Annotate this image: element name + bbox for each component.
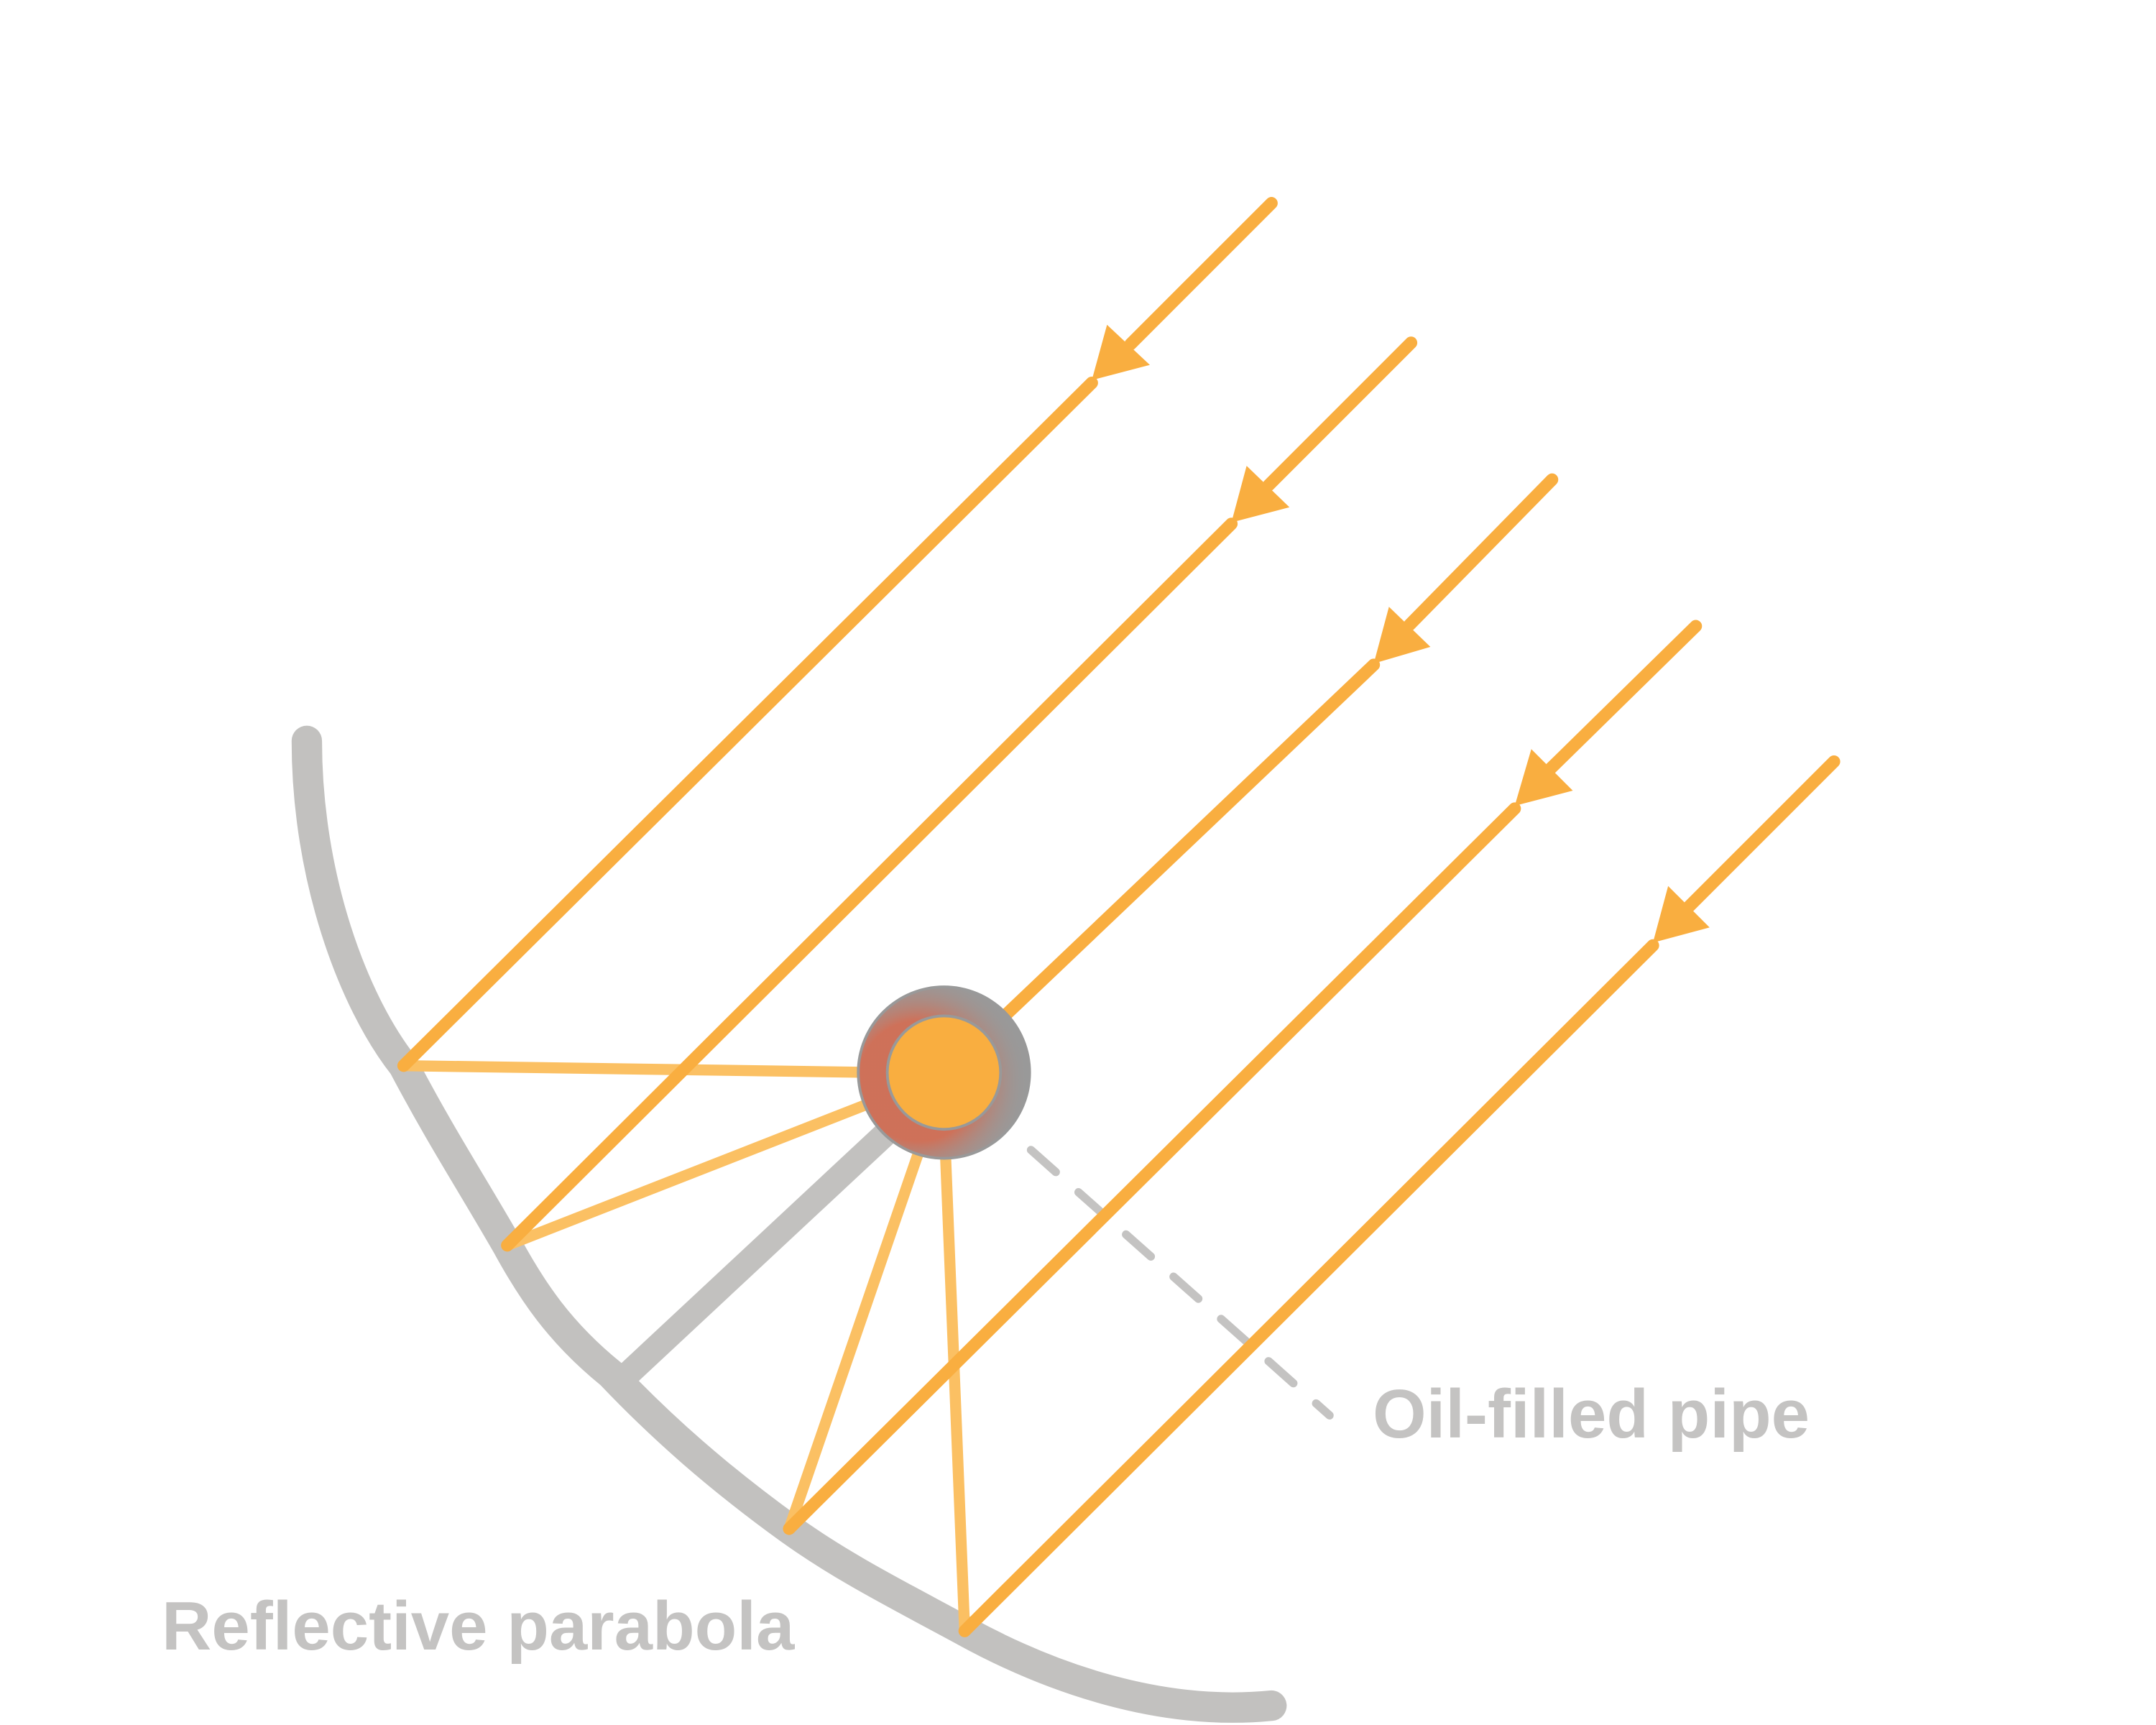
reflected-ray-2 <box>505 1092 887 1251</box>
focal-axis-dashed <box>1026 1146 1334 1420</box>
incoming-ray-1 <box>397 197 1278 1072</box>
incoming-ray-3 <box>1000 473 1559 1021</box>
pipe-support-arm <box>610 1105 916 1392</box>
incoming-ray-4 <box>783 620 1703 1535</box>
pipe-cross-section-icon <box>857 985 1031 1160</box>
incoming-ray-5 <box>958 755 1841 1637</box>
incoming-ray-2 <box>501 336 1418 1252</box>
reflective-parabola-label: Reflective parabola <box>162 1588 795 1665</box>
ray-4-arrowhead-icon <box>1514 749 1573 806</box>
ray-5-arrowhead-icon <box>1653 886 1710 943</box>
reflected-ray-4 <box>783 1137 929 1531</box>
reflected-ray-1 <box>403 1060 885 1078</box>
ray-3-arrowhead-icon <box>1373 607 1431 664</box>
reflective-parabola <box>291 725 1287 1723</box>
oil-filled-pipe-label: Oil-filled pipe <box>1373 1376 1810 1453</box>
reflected-ray-5 <box>939 1149 970 1632</box>
ray-1-arrowhead-icon <box>1092 324 1150 380</box>
ray-2-arrowhead-icon <box>1231 466 1290 523</box>
